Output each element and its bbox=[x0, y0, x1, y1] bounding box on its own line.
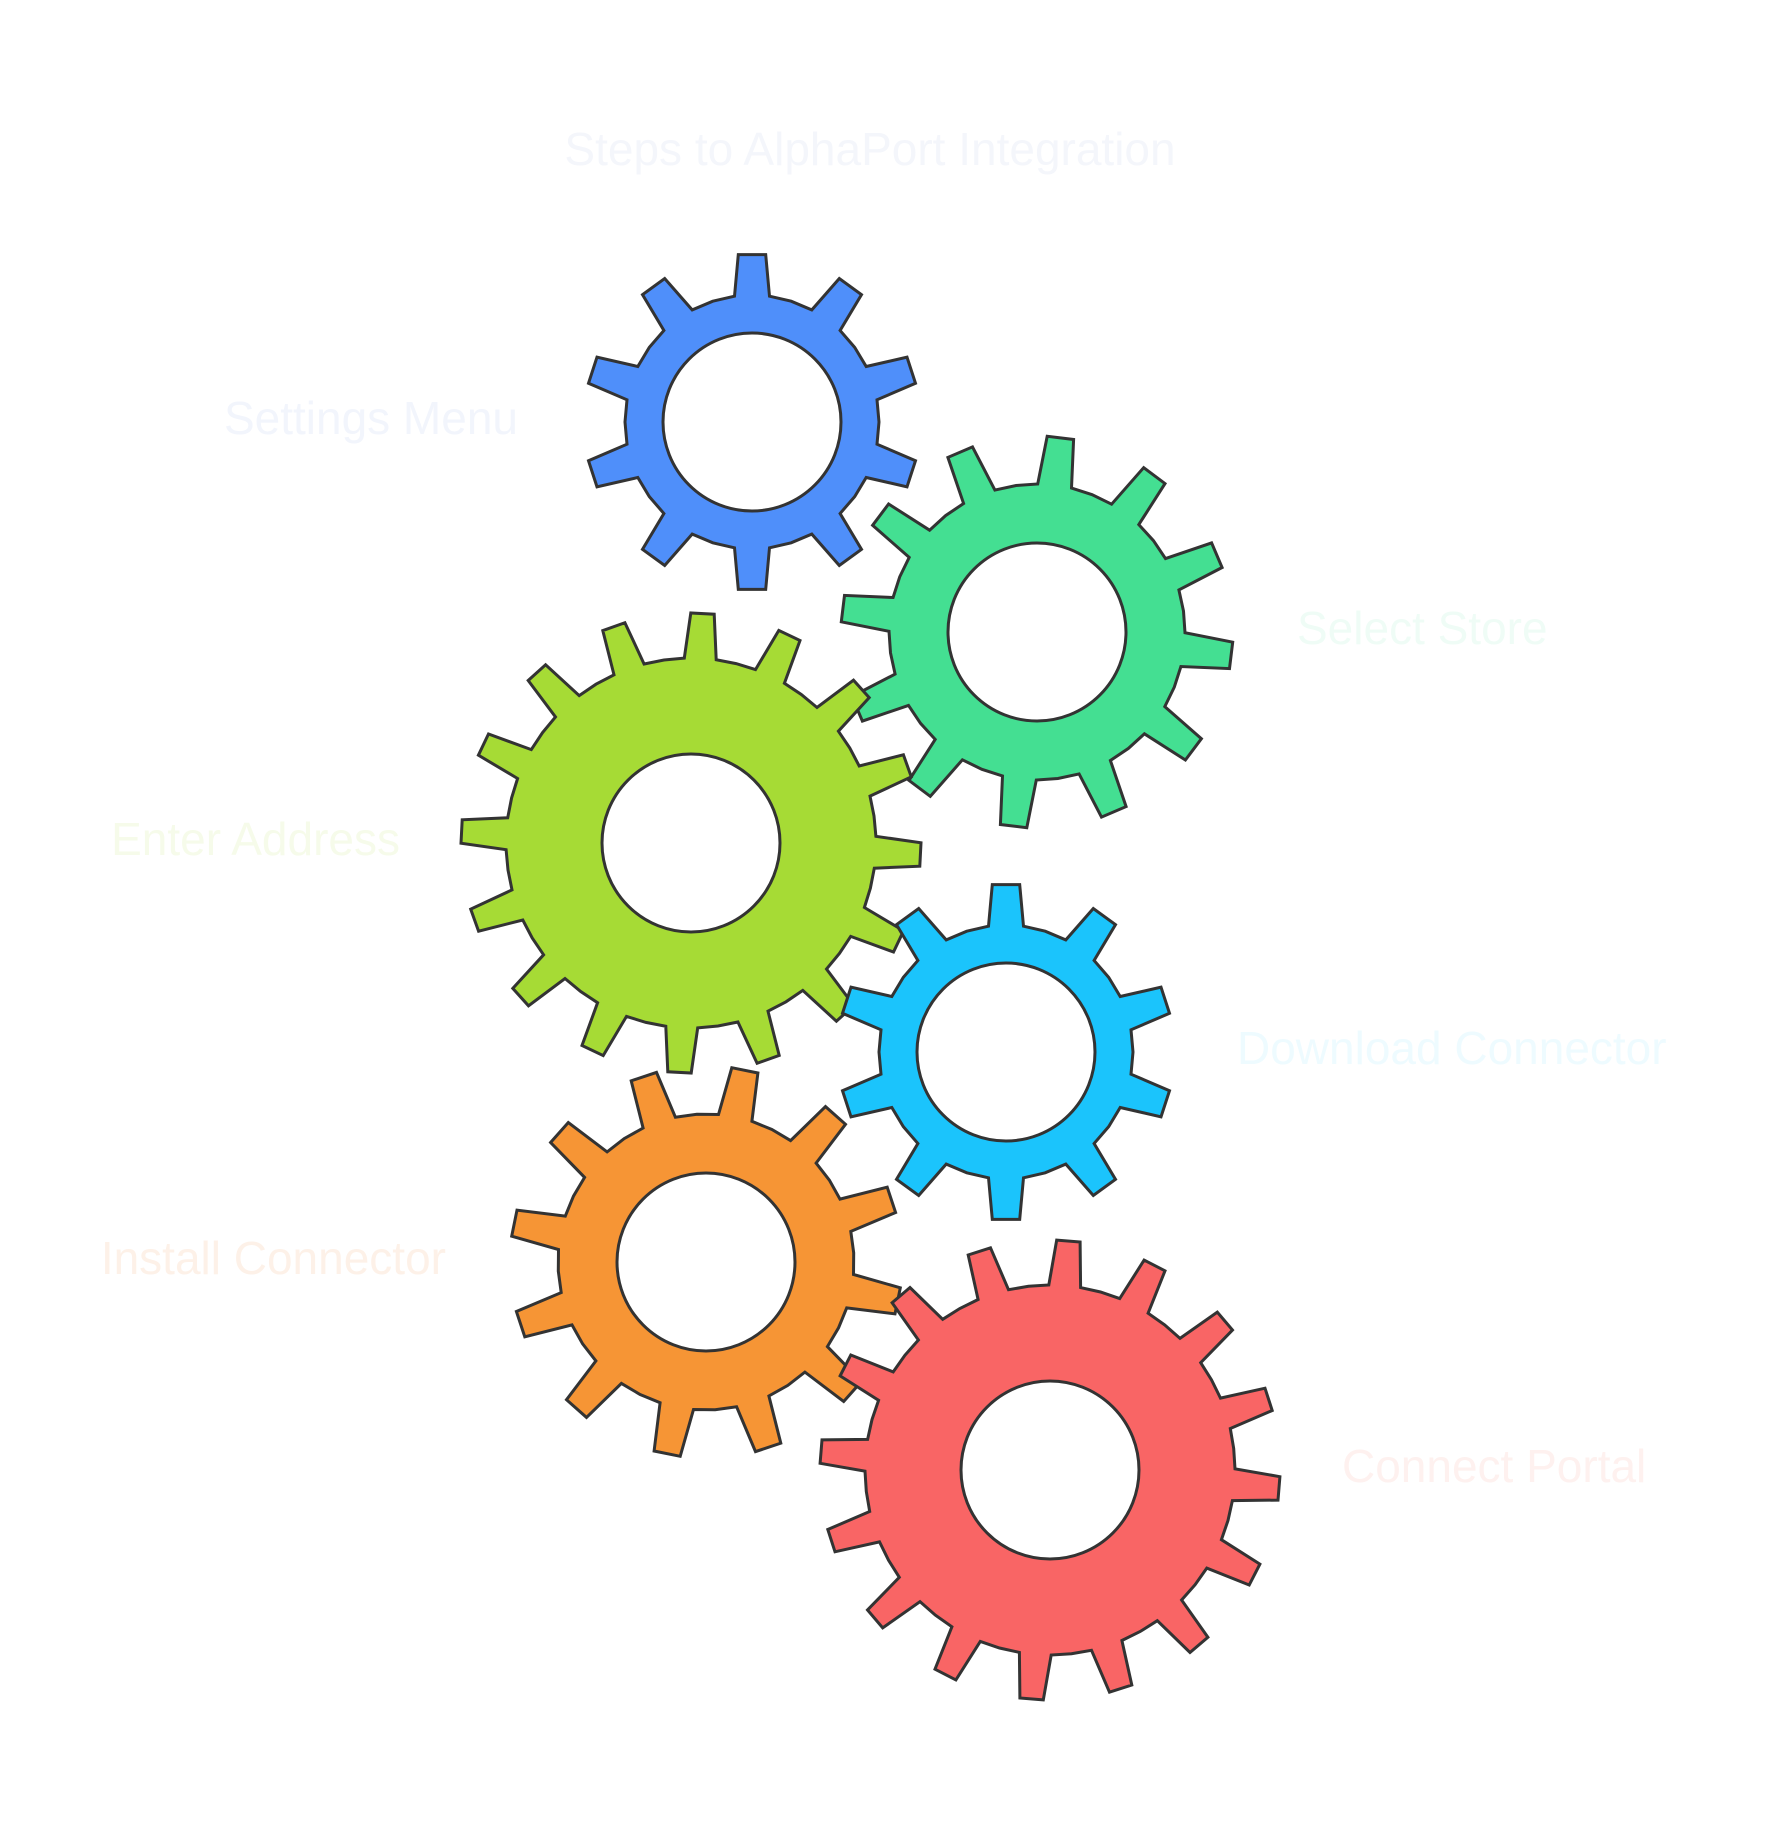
step-label-download-connector: Download Connector bbox=[1237, 1022, 1667, 1074]
step-label-enter-address: Enter Address bbox=[111, 813, 400, 865]
gear-settings-menu bbox=[586, 253, 918, 591]
gear-hole bbox=[946, 541, 1128, 723]
step-label-install-connector: Install Connector bbox=[101, 1232, 446, 1284]
diagram-title: Steps to AlphaPort Integration bbox=[564, 123, 1175, 175]
gear-hole bbox=[661, 331, 843, 513]
gear-hole bbox=[615, 1171, 797, 1353]
step-label-settings-menu: Settings Menu bbox=[224, 392, 518, 444]
step-label-select-store: Select Store bbox=[1297, 602, 1548, 654]
step-label-connect-portal: Connect Portal bbox=[1342, 1440, 1646, 1492]
gear-group bbox=[459, 253, 1282, 1702]
gear-connect-portal bbox=[818, 1238, 1282, 1702]
gear-hole bbox=[915, 961, 1097, 1143]
gear-hole bbox=[959, 1379, 1141, 1561]
gear-hole bbox=[600, 752, 782, 934]
gear-enter-address bbox=[459, 611, 923, 1075]
gear-select-store bbox=[839, 434, 1235, 830]
gear-download-connector bbox=[840, 883, 1172, 1221]
gear-install-connector bbox=[509, 1065, 903, 1459]
